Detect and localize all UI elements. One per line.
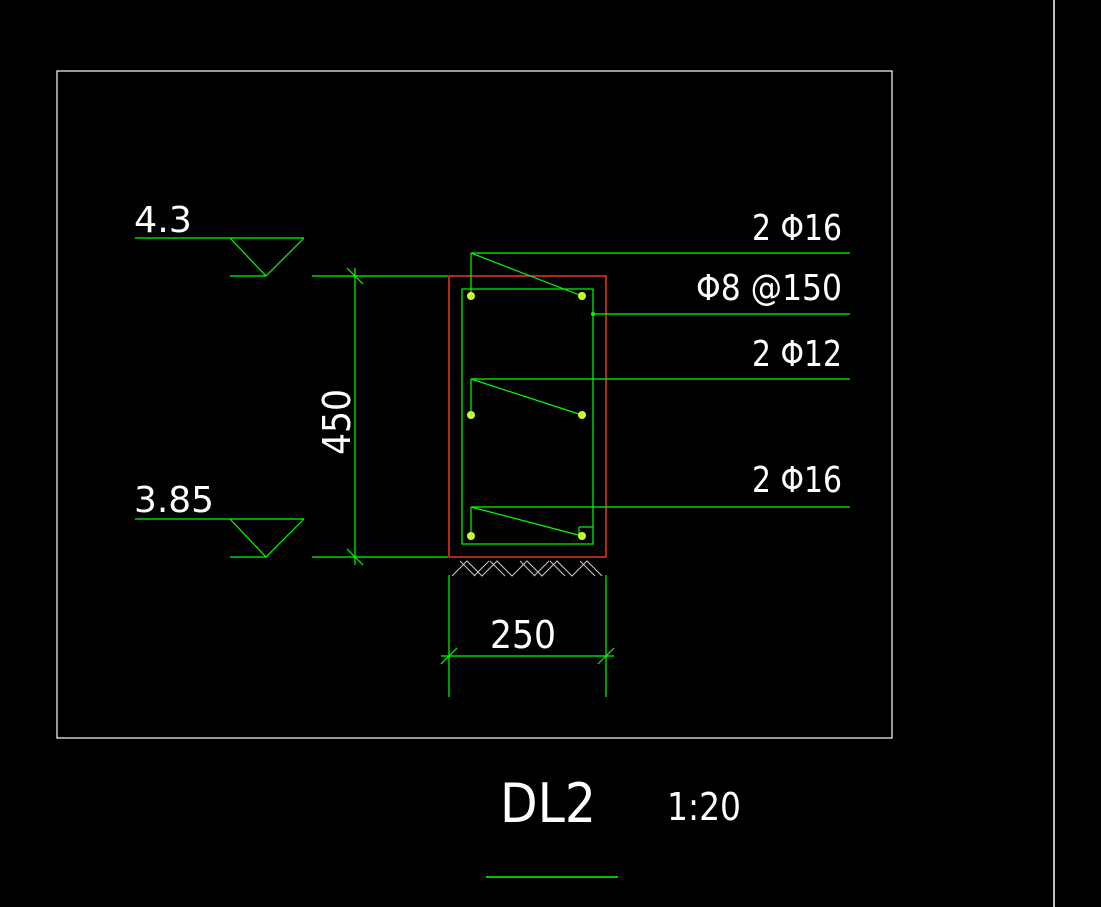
rebar-group [467, 292, 586, 540]
width-dimension-label: 250 [490, 613, 556, 657]
stirrup [461, 288, 594, 545]
rebar-bottom-left [467, 532, 475, 540]
height-dimension-label: 450 [315, 389, 359, 455]
rebar-middle-left [467, 411, 475, 419]
rebar-leaders [470, 252, 850, 537]
rebar-top-right [578, 292, 586, 300]
height-dimension [312, 267, 448, 566]
drawing-frame [56, 70, 893, 739]
beam-section-outline [448, 275, 607, 558]
stirrup-leader-dot [591, 312, 595, 316]
drawing-title: DL2 [500, 772, 596, 835]
elevation-marker-bottom [135, 518, 305, 558]
rebar-middle-right [578, 411, 586, 419]
rebar-label-bottom: 2 Φ16 [752, 460, 842, 501]
rebar-label-top: 2 Φ16 [752, 208, 842, 249]
width-dimension [440, 575, 615, 697]
rebar-bottom-right [578, 532, 586, 540]
rebar-label-stirrup: Φ8 @150 [696, 268, 842, 309]
elevation-marker-top [135, 237, 305, 277]
drawing-scale: 1:20 [667, 785, 741, 829]
elevation-top-label: 4.3 [134, 200, 192, 241]
elevation-bottom-label: 3.85 [134, 480, 214, 521]
rebar-label-middle: 2 Φ12 [752, 334, 842, 375]
soil-hatching [451, 560, 603, 577]
rebar-top-left [467, 292, 475, 300]
